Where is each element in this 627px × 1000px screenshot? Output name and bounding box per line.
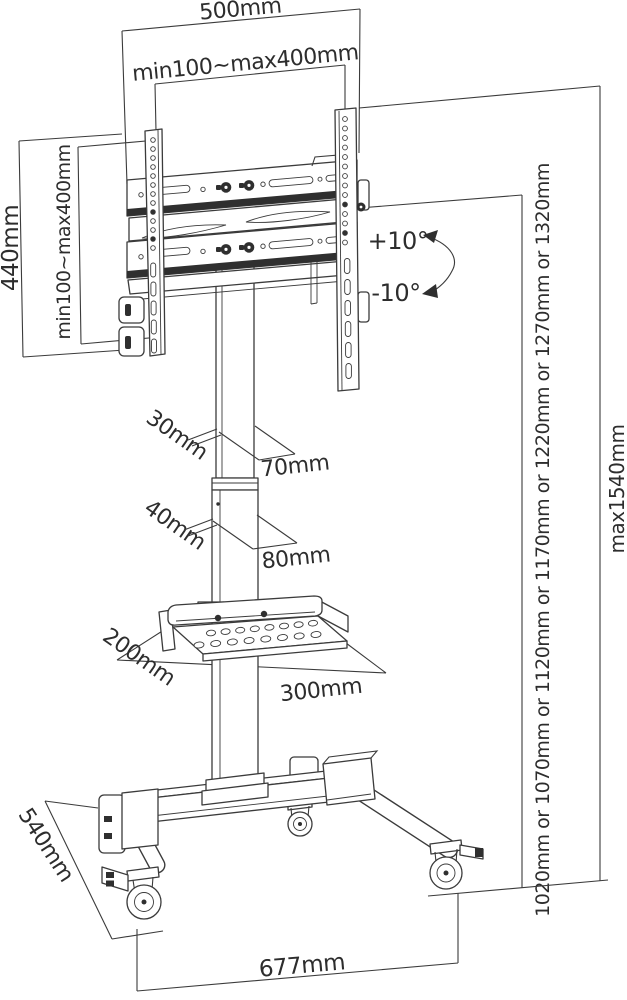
- label-bracket-width: 500mm: [198, 0, 282, 26]
- rail-end-block: [118, 326, 145, 357]
- label-base-depth: 540mm: [13, 804, 79, 887]
- pole-base-plate: [201, 782, 269, 806]
- lower-rail-shadow: [127, 251, 357, 278]
- base-left-flange: [98, 794, 126, 854]
- rail-end-block: [118, 296, 145, 324]
- tilt-arrow-head-down-icon: [422, 284, 438, 298]
- caster-front-right: [429, 839, 484, 890]
- shelf-screw: [260, 610, 268, 618]
- caster-front-left: [101, 866, 162, 920]
- tilt-arc-arrow: [428, 236, 455, 294]
- base-right-hub: [322, 757, 376, 806]
- side-tab: [357, 291, 370, 323]
- label-lower-column-width: 80mm: [261, 542, 332, 574]
- upper-rail-shadow: [127, 189, 357, 216]
- column-section-dims: [183, 425, 298, 550]
- pole-column: [211, 257, 259, 783]
- media-shelf: [158, 595, 349, 662]
- dim-bracket-height: 440mm: [0, 133, 126, 358]
- shelf-back-lip: [167, 595, 323, 626]
- tilt-arrow-head-up-icon: [423, 230, 438, 243]
- dim-max-height: max1540mm: [358, 85, 627, 881]
- shelf-screw: [214, 614, 222, 622]
- mount-plate-edge: [310, 255, 318, 305]
- tilt-annotation: +10° -10°: [368, 227, 455, 307]
- label-base-width: 677mm: [258, 949, 346, 982]
- label-upper-column-width: 70mm: [260, 450, 331, 482]
- label-tilt-down: -10°: [371, 279, 420, 307]
- dim-vesa-height: min100~max400mm: [53, 139, 161, 345]
- dim-base-width: 677mm: [136, 893, 459, 992]
- label-vesa-width: min100~max400mm: [131, 40, 360, 87]
- column-lock-screw: [216, 502, 220, 506]
- column-collar: [211, 477, 259, 491]
- label-max-height: max1540mm: [605, 425, 627, 554]
- vesa-arm-left: [144, 128, 166, 357]
- lens-slot: [245, 210, 331, 223]
- label-screen-heights: 1020mm or 1070mm or 1120mm or 1170mm or …: [532, 163, 554, 917]
- shelf-front-edge: [202, 640, 348, 662]
- label-bracket-height: 440mm: [0, 205, 24, 291]
- base-assembly: [98, 750, 484, 920]
- base-left-hub: [121, 788, 159, 850]
- label-vesa-height: min100~max400mm: [53, 144, 75, 339]
- dim-vesa-width: min100~max400mm: [131, 40, 360, 132]
- vesa-arm-right: [334, 107, 360, 392]
- label-shelf-width: 300mm: [279, 674, 364, 707]
- shelf-vent-holes: [193, 619, 322, 649]
- dim-screen-heights: 1020mm or 1070mm or 1120mm or 1170mm or …: [358, 163, 554, 917]
- label-lower-column-depth: 40mm: [139, 495, 210, 555]
- label-tilt-up: +10°: [368, 227, 429, 255]
- base-right-hub-top: [322, 750, 379, 765]
- brake-pedal: [101, 866, 129, 892]
- tv-mount-bracket: [118, 107, 370, 392]
